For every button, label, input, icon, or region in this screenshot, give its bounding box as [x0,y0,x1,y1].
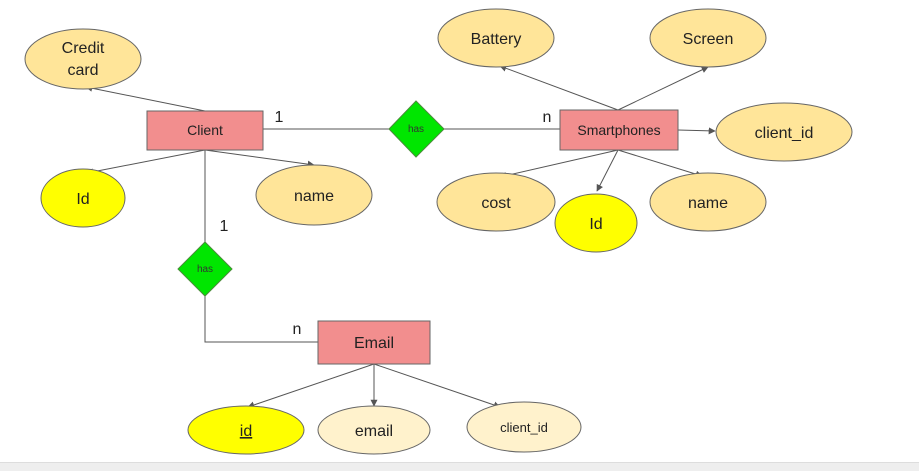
has-to-email-line [204,296,318,343]
attribute-battery-label: Battery [471,31,522,48]
attribute-credit-card: Credit card [24,28,142,90]
attribute-email-id-label: id [240,423,252,440]
cardinality-smartphones-n: n [543,109,552,126]
smartphones-to-battery-line [499,64,619,111]
attribute-smartphones-id-label: Id [589,216,602,233]
attribute-cost: cost [436,172,556,232]
entity-email-label: Email [354,335,394,352]
attribute-smartphones-name-label: name [688,195,728,212]
cardinality-client-email-one: 1 [220,218,229,235]
relationship-client-email: has [177,241,233,297]
smartphones-to-screen-line [617,66,709,111]
attribute-email-client-id: client_id [466,401,582,453]
entity-email: Email [317,320,431,365]
attribute-cost-label: cost [481,195,511,212]
attribute-client-id: Id [40,168,126,228]
entity-client-label: Client [187,122,223,138]
cardinality-client-smartphones-one: 1 [275,109,284,126]
entity-smartphones-label: Smartphones [577,122,660,138]
attribute-email-client-id-label: client_id [500,420,548,435]
attribute-client-id-label: Id [76,191,89,208]
attribute-smartphones-id: Id [554,193,638,253]
attribute-client-name: name [255,164,373,226]
smartphones-to-client-id-line [677,127,716,135]
attribute-battery: Battery [437,8,555,68]
client-to-id-line [86,149,206,176]
entity-smartphones: Smartphones [559,109,679,151]
cardinality-email-n: n [293,321,302,338]
attribute-smartphones-client-id: client_id [715,102,853,162]
connectors [85,64,716,409]
attribute-credit-card-label-line1: Credit [62,40,105,57]
attribute-smartphones-name: name [649,172,767,232]
smartphones-to-name-line [617,149,703,178]
bottom-scroll-strip [0,462,919,471]
attribute-client-name-label: name [294,188,334,205]
email-to-id-line [247,363,375,409]
smartphones-to-id-line [596,149,619,192]
attribute-credit-card-label-line2: card [67,62,98,79]
smartphones-to-cost-line [499,149,619,180]
attribute-smartphones-client-id-label: client_id [755,125,814,142]
attribute-email-email-label: email [355,423,393,440]
attribute-email-id: id [187,405,305,455]
attribute-screen: Screen [649,8,767,68]
client-to-credit-card-line [85,84,206,112]
email-to-client-id-line [373,363,501,409]
relationship-client-smartphones-label: has [408,124,424,135]
attribute-screen-label: Screen [683,31,734,48]
client-to-name-line [204,149,315,168]
entity-client: Client [146,110,264,151]
relationship-client-email-label: has [197,264,213,275]
attribute-email-email: email [317,405,431,455]
relationship-client-smartphones: has [388,100,445,158]
